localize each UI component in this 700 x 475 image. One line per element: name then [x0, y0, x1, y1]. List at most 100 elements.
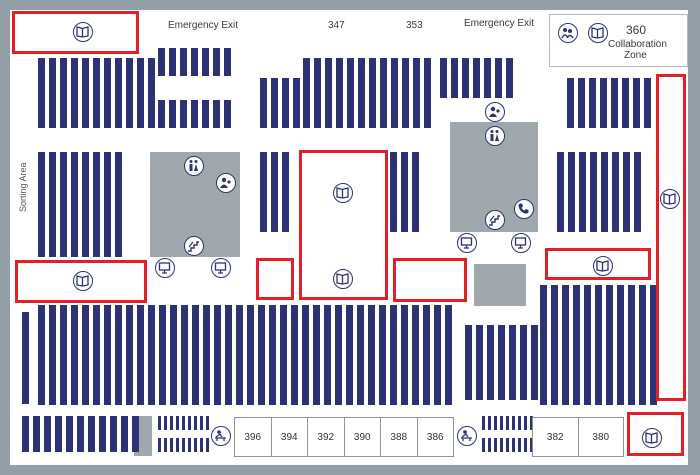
study-room[interactable]: 388	[381, 418, 418, 456]
highlight-box-small[interactable]	[256, 258, 294, 300]
highlight-box-center-right[interactable]	[393, 258, 467, 302]
shelf	[191, 100, 198, 128]
shelf	[622, 78, 629, 128]
highlight-box-bottom-right[interactable]	[627, 412, 684, 456]
shelf	[509, 325, 516, 400]
shelf	[104, 305, 111, 405]
highlight-box-left[interactable]	[15, 260, 147, 303]
collaboration-zone[interactable]: 360 Collaboration Zone	[549, 14, 688, 67]
shelf	[506, 438, 509, 452]
shelf	[260, 152, 267, 232]
shelf	[482, 416, 485, 430]
shelf	[33, 416, 40, 452]
shelf	[512, 438, 515, 452]
shelf	[110, 416, 117, 452]
shelf	[391, 58, 398, 128]
desk-icon	[457, 426, 477, 446]
shelf	[202, 48, 209, 76]
shelf	[357, 305, 364, 405]
shelf	[568, 152, 575, 232]
shelf	[293, 78, 300, 128]
book-icon[interactable]	[333, 183, 353, 203]
shelf	[260, 78, 267, 128]
shelf	[132, 416, 139, 452]
shelf	[194, 416, 197, 430]
shelf	[476, 325, 483, 400]
shelf	[628, 285, 635, 405]
study-rooms-right: 382 380	[532, 417, 624, 457]
study-room[interactable]: 386	[426, 431, 444, 443]
shelf	[206, 416, 209, 430]
highlight-box-top-left[interactable]	[12, 11, 139, 54]
shelf	[440, 58, 447, 98]
shelf	[164, 416, 167, 430]
stairs-icon	[184, 236, 204, 256]
shelf	[551, 285, 558, 405]
shelf	[589, 78, 596, 128]
shelf	[579, 152, 586, 232]
shelf	[170, 438, 173, 452]
study-room[interactable]: 380	[592, 431, 610, 443]
shelf	[484, 58, 491, 98]
shelf	[82, 58, 89, 128]
shelf	[390, 305, 397, 405]
shelf	[158, 100, 165, 128]
collaboration-zone-label-2: Zone	[624, 50, 647, 61]
room-347-label: 347	[328, 20, 345, 31]
book-icon[interactable]	[642, 428, 662, 448]
shelf	[498, 325, 505, 400]
shelf	[494, 416, 497, 430]
book-icon[interactable]	[73, 22, 93, 42]
shelf	[578, 78, 585, 128]
shelf	[557, 152, 564, 232]
shelf	[518, 438, 521, 452]
shelf	[115, 305, 122, 405]
shelf	[424, 58, 431, 128]
shelf	[192, 305, 199, 405]
study-room[interactable]: 382	[533, 418, 579, 456]
study-room[interactable]: 390	[345, 418, 381, 456]
shelf	[473, 58, 480, 98]
shelf	[368, 305, 375, 405]
shelf	[121, 416, 128, 452]
shelf	[169, 48, 176, 76]
shelf	[38, 305, 45, 405]
book-icon[interactable]	[333, 269, 353, 289]
shelf	[104, 152, 111, 257]
shelf	[634, 152, 641, 232]
highlight-box-center[interactable]	[299, 150, 388, 300]
shelf	[336, 58, 343, 128]
shelf	[623, 152, 630, 232]
book-icon[interactable]	[593, 256, 613, 276]
shelf	[88, 416, 95, 452]
shelf	[313, 305, 320, 405]
book-icon[interactable]	[660, 189, 680, 209]
shelf	[158, 438, 161, 452]
shelf	[77, 416, 84, 452]
shelf	[445, 305, 452, 405]
stairs-icon	[485, 210, 505, 230]
shelf	[176, 438, 179, 452]
shelf	[644, 78, 651, 128]
shelf	[188, 438, 191, 452]
shelf	[170, 305, 177, 405]
shelf	[465, 325, 472, 400]
shelf	[462, 58, 469, 98]
shelf	[71, 58, 78, 128]
study-room[interactable]: 394	[272, 418, 308, 456]
shelf	[82, 152, 89, 257]
shelf	[224, 48, 231, 76]
shelf	[482, 438, 485, 452]
study-room[interactable]: 392	[308, 418, 345, 456]
book-icon[interactable]	[73, 271, 93, 291]
shelf	[590, 152, 597, 232]
shelf	[380, 58, 387, 128]
shelf	[401, 305, 408, 405]
restroom-icon	[184, 156, 204, 176]
computer-icon	[211, 258, 231, 278]
shelf	[182, 416, 185, 430]
highlight-box-right[interactable]	[545, 248, 651, 280]
room-353-label: 353	[406, 20, 423, 31]
study-room[interactable]: 396	[235, 418, 272, 456]
highlight-box-far-right[interactable]	[656, 74, 686, 401]
